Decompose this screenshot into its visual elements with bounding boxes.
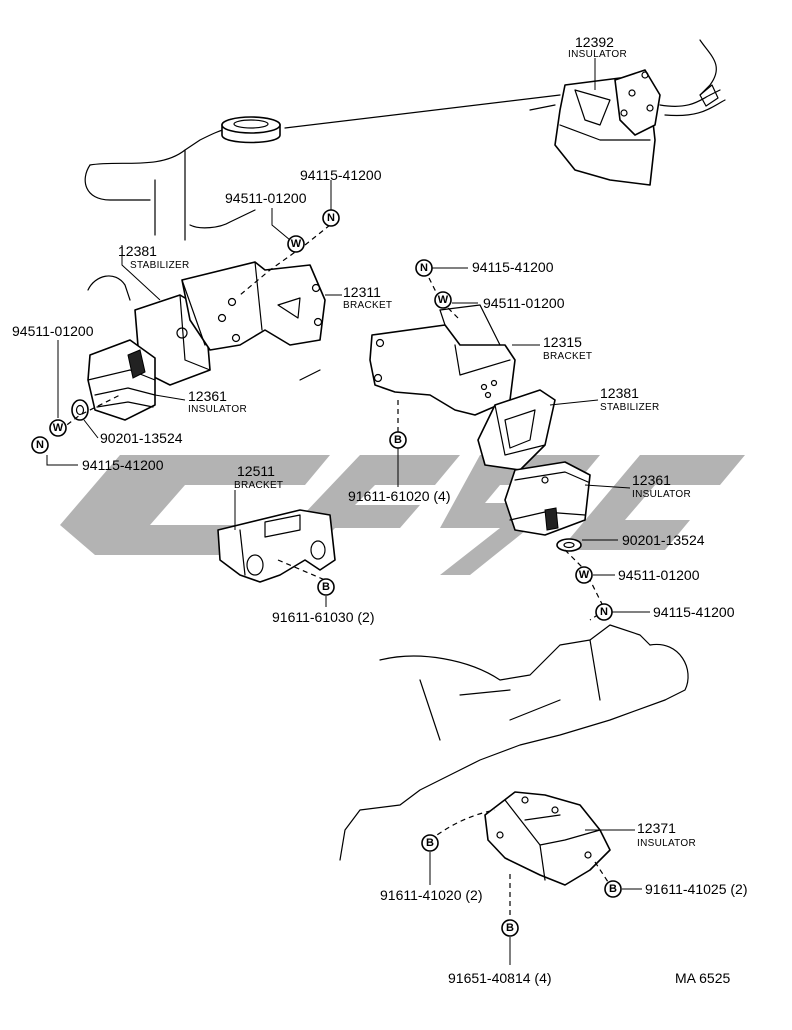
callout-12361-left: 12361 INSULATOR (188, 388, 247, 415)
part-code: 90201-13524 (100, 430, 183, 446)
part-name: BRACKET (234, 480, 283, 491)
fastener-n-3: N (31, 436, 49, 454)
part-number: 12381 (118, 243, 157, 259)
fastener-b-1: B (389, 431, 407, 449)
part-name: BRACKET (543, 351, 592, 362)
part-code: 91611-61030 (2) (272, 609, 374, 625)
callout-12381-left: 12381 STABILIZER (118, 243, 190, 271)
part-code: 94115-41200 (300, 167, 382, 183)
part-number: 12361 (632, 472, 671, 488)
fastener-b-5: B (501, 919, 519, 937)
svg-text:W: W (438, 294, 449, 306)
fastener-n-2: N (415, 259, 433, 277)
callout-12311: 12311 BRACKET (343, 284, 392, 311)
part-number: 12361 (188, 388, 227, 404)
svg-text:W: W (579, 569, 590, 581)
part-code: 94511-01200 (12, 323, 94, 339)
svg-text:B: B (394, 434, 402, 446)
bracket-12311-part (181, 261, 326, 351)
part-code: 94115-41200 (82, 457, 164, 473)
svg-text:N: N (327, 212, 335, 224)
washer-90201-right (556, 538, 582, 552)
transmission-outline (339, 624, 689, 861)
bracket-12511-part (217, 509, 336, 583)
part-code: 91611-41025 (2) (645, 881, 747, 897)
part-number: 12311 (343, 284, 381, 300)
leader-lines (46, 58, 650, 965)
fastener-b-3: B (421, 834, 439, 852)
stabilizer-12381-right-part (477, 389, 556, 471)
bracket-12315-part (369, 304, 516, 416)
svg-text:B: B (426, 837, 434, 849)
washer-90201-left (71, 399, 89, 421)
callout-12361-right: 12361 INSULATOR (632, 472, 691, 500)
fastener-w-3: W (49, 419, 67, 437)
part-number: 12392 (575, 34, 614, 50)
part-code: 94115-41200 (653, 604, 735, 620)
svg-text:B: B (322, 581, 330, 593)
part-code: 94511-01200 (225, 190, 307, 206)
part-number: 12315 (543, 334, 582, 350)
fastener-w-4: W (575, 566, 593, 584)
svg-text:W: W (291, 238, 302, 250)
fastener-b-4: B (604, 880, 622, 898)
fastener-n-4: N (595, 603, 613, 621)
part-code: 94115-41200 (472, 259, 554, 275)
fastener-w-2: W (434, 291, 452, 309)
engine-block-outline (84, 94, 561, 381)
part-name: INSULATOR (188, 404, 247, 415)
fastener-w-1: W (287, 235, 305, 253)
insulator-12371-part (484, 791, 611, 886)
part-code: 94511-01200 (618, 567, 700, 583)
svg-text:B: B (609, 883, 617, 895)
svg-text:B: B (506, 922, 514, 934)
svg-text:W: W (53, 422, 64, 434)
callout-12511: 12511 BRACKET (234, 463, 283, 491)
insulator-12361-left-part (87, 339, 156, 421)
part-name: BRACKET (343, 300, 392, 311)
part-name: INSULATOR (632, 489, 691, 500)
part-name: STABILIZER (600, 402, 660, 413)
part-name: INSULATOR (637, 838, 696, 849)
callout-12371: 12371 INSULATOR (637, 820, 696, 849)
insulator-12392-part (554, 39, 726, 186)
part-code: 91651-40814 (4) (448, 970, 552, 986)
part-codes: 94115-41200 94511-01200 94511-01200 9411… (12, 167, 747, 986)
part-name: STABILIZER (130, 260, 190, 271)
part-number: 12371 (637, 820, 676, 836)
part-number: 12381 (600, 385, 639, 401)
part-code: 91611-61020 (4) (348, 488, 450, 504)
fastener-n-1: N (322, 209, 340, 227)
part-name: INSULATOR (568, 49, 627, 60)
figure-id: MA 6525 (675, 970, 730, 986)
svg-text:N: N (420, 262, 428, 274)
callout-12392: 12392 INSULATOR (568, 34, 627, 60)
part-code: 91611-41020 (2) (380, 887, 482, 903)
svg-text:N: N (600, 606, 608, 618)
part-code: 90201-13524 (622, 532, 705, 548)
callout-12381-right: 12381 STABILIZER (600, 385, 660, 413)
part-code: 94511-01200 (483, 295, 565, 311)
fastener-b-2: B (317, 578, 335, 596)
part-number: 12511 (237, 463, 275, 479)
insulator-12361-right-part (504, 461, 591, 536)
svg-text:N: N (36, 439, 44, 451)
oil-filler-cap (221, 116, 281, 144)
callout-12315: 12315 BRACKET (543, 334, 592, 362)
